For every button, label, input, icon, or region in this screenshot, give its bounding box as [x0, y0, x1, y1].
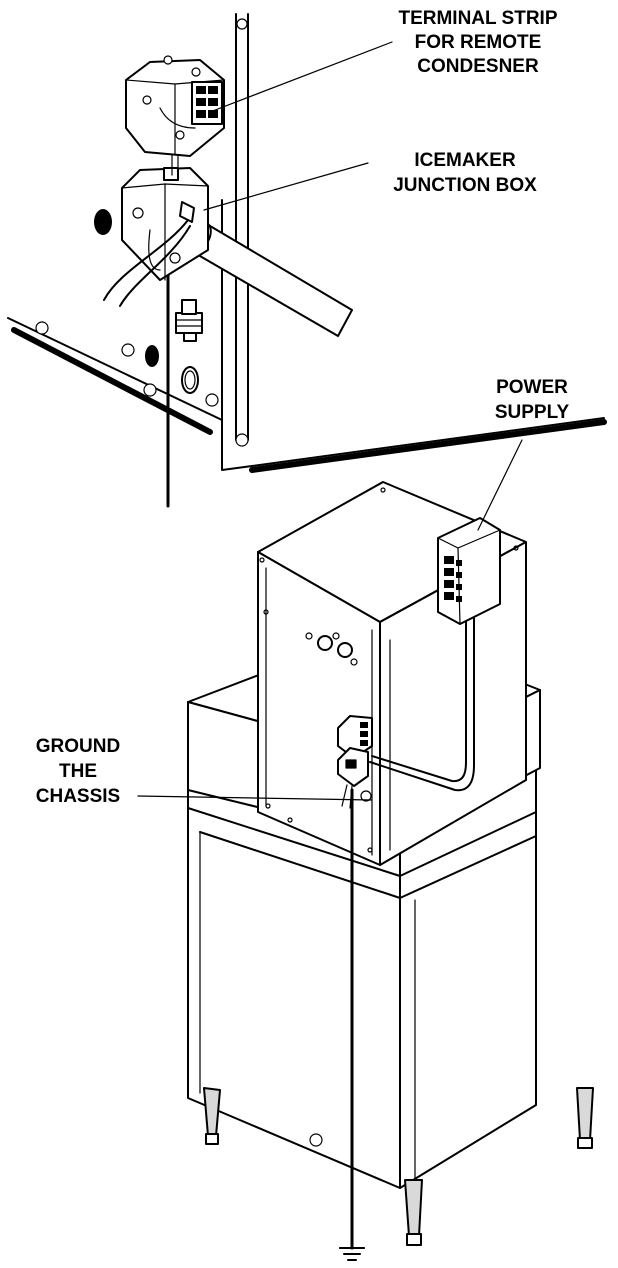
- icemaker-head: [257, 481, 527, 866]
- label-junction-box-line1: ICEMAKER: [414, 150, 516, 171]
- cabinet-corner: [7, 199, 607, 473]
- label-power-supply-line1: POWER: [496, 377, 568, 398]
- label-ground: GROUND THE CHASSIS: [36, 736, 120, 807]
- icemaker-junction-box: [121, 167, 209, 281]
- head-fittings: [305, 632, 358, 666]
- label-ground-line3: CHASSIS: [36, 786, 120, 807]
- label-terminal-strip-line2: FOR REMOTE: [415, 32, 542, 53]
- head-junction-box: [337, 715, 373, 809]
- water-fitting: [175, 299, 203, 342]
- label-junction-box-line2: JUNCTION BOX: [393, 175, 537, 196]
- label-terminal-strip: TERMINAL STRIP FOR REMOTE CONDESNER: [398, 8, 557, 77]
- label-ground-line2: THE: [59, 761, 97, 782]
- label-terminal-strip-line3: CONDESNER: [417, 56, 539, 77]
- label-terminal-strip-line1: TERMINAL STRIP: [398, 8, 557, 29]
- junction-box-leader: [203, 162, 369, 211]
- label-power-supply: POWER SUPPLY: [495, 377, 570, 423]
- terminal-strip-leader: [209, 41, 393, 113]
- label-power-supply-line2: SUPPLY: [495, 402, 570, 423]
- vertical-pipe: [235, 13, 249, 447]
- label-junction-box: ICEMAKER JUNCTION BOX: [393, 150, 537, 196]
- detail-view: [7, 13, 607, 508]
- power-supply-leader: [477, 439, 523, 531]
- ground-leader: [137, 795, 373, 801]
- icemaker-assembly: [137, 439, 594, 1261]
- power-supply-box: [437, 517, 501, 625]
- label-ground-line1: GROUND: [36, 736, 120, 757]
- legs: [203, 1087, 594, 1246]
- terminal-strip: [191, 81, 223, 125]
